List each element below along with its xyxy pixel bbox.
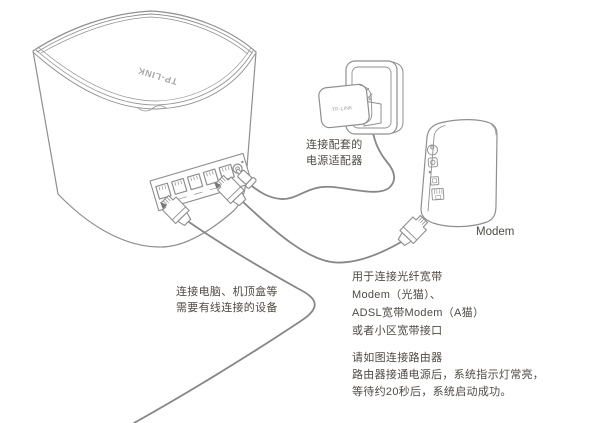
wan-note: 用于连接光纤宽带 Modem（光猫）、 ADSL宽带Modem（A猫） 或者小区…: [352, 268, 484, 340]
power-cable: [251, 122, 395, 200]
wan-insert-arrow: [214, 182, 222, 190]
modem-lan-port: [431, 187, 445, 201]
lan-port-4: [202, 168, 220, 191]
modem-body: [420, 119, 498, 228]
router-top-echo: [36, 13, 253, 54]
adapter-body-side: [359, 84, 373, 125]
adapter-body: [318, 83, 370, 129]
lan-insert-arrow: [160, 202, 168, 210]
lan-note-line-1: 连接电脑、机顶盒等: [176, 286, 278, 298]
ethernet-plug-modem: [397, 214, 429, 246]
lan-port-2: [171, 177, 188, 200]
router-top-echo: [40, 16, 249, 55]
adapter-note-line-1: 连接配套的: [306, 139, 363, 151]
modem-ports: [427, 144, 445, 201]
lan-note-line-2: 需要有线连接的设备: [176, 302, 278, 314]
modem-usb-pin: [432, 178, 438, 184]
wan-note-line-2: Modem（光猫）、: [352, 289, 442, 301]
modem-usb-port: [429, 176, 440, 186]
router-saddle-curve: [35, 49, 254, 106]
lan-note: 连接电脑、机顶盒等 需要有线连接的设备: [176, 284, 278, 316]
router-illustration: TP-LINK: [32, 10, 257, 248]
wan-note-line-3: ADSL宽带Modem（A猫）: [352, 307, 485, 319]
modem-coax-port: [427, 157, 438, 168]
adapter-note-line-2: 电源适配器: [306, 155, 363, 167]
adapter-note: 连接配套的 电源适配器: [306, 137, 363, 169]
power-plug: [235, 168, 257, 189]
boot-note-line-3: 等待约20秒后，系统启动成功。: [352, 386, 512, 398]
boot-note-line-1: 请如图连接路由器: [352, 352, 443, 364]
ethernet-plug-lan: [160, 194, 192, 226]
lan-port-3: [186, 173, 204, 195]
power-adapter: TP-LINK: [318, 83, 382, 129]
adapter-brand-label: TP-LINK: [332, 105, 354, 113]
modem-power-jack-pin: [430, 145, 435, 150]
modem-inner-edge-right: [490, 123, 497, 136]
boot-note: 请如图连接路由器 路由器接通电源后，系统指示灯常亮， 等待约20秒后，系统启动成…: [352, 350, 544, 401]
modem-coax-pin: [430, 159, 436, 166]
modem-reset-button: [428, 170, 432, 174]
modem-power-jack: [427, 144, 438, 156]
wan-note-line-4: 或者小区宽带接口: [352, 325, 443, 337]
ethernet-plug-wan: [215, 174, 247, 206]
modem-illustration: [420, 119, 498, 228]
router-saddle-wave: [137, 105, 167, 112]
modem-inner-edge: [427, 125, 446, 212]
boot-note-line-2: 路由器接通电源后，系统指示灯常亮，: [352, 369, 545, 381]
wan-cable: [241, 200, 403, 264]
wan-note-line-1: 用于连接光纤宽带: [352, 271, 443, 283]
wall-outlet-side: [392, 61, 404, 134]
router-saddle-curve: [33, 52, 256, 110]
router-body: [32, 10, 257, 248]
lan-cable: [133, 219, 316, 423]
modem-label: Modem: [476, 226, 515, 238]
router-saddle-curve: [37, 46, 252, 102]
